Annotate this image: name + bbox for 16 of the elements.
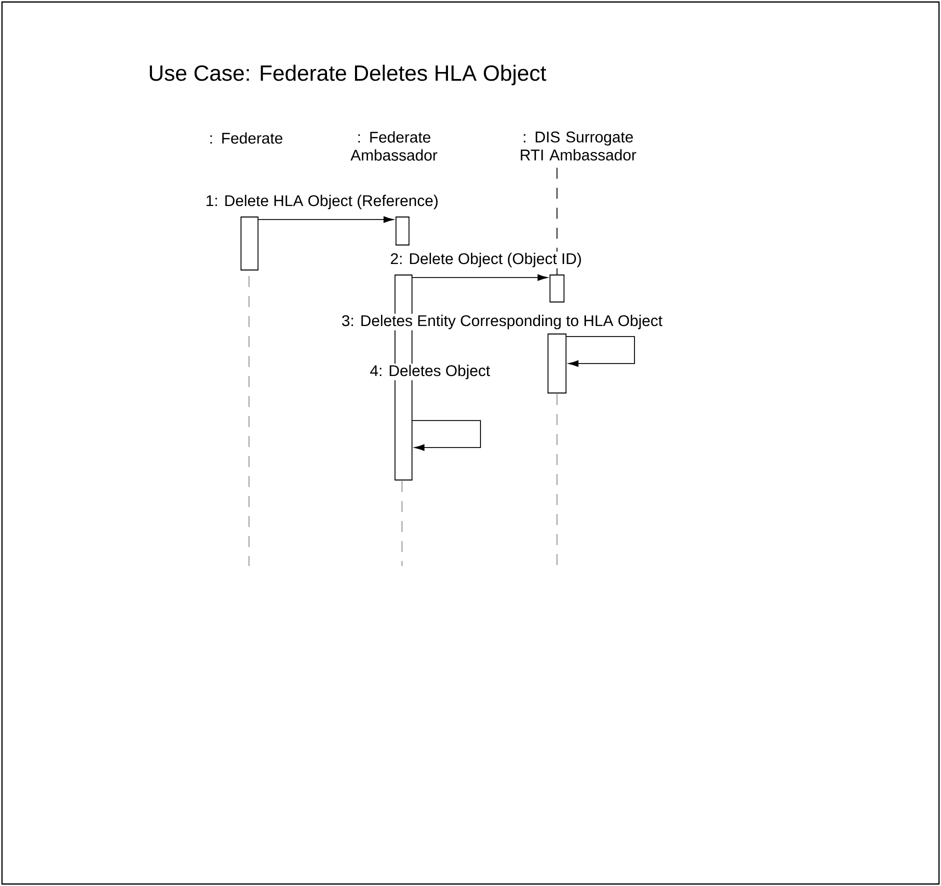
edge-label: 4: Deletes Object (368, 364, 492, 380)
self-message-arrow (412, 420, 481, 451)
activation-bar (240, 216, 258, 270)
edge-label: 3: Deletes Entity Corresponding to HLA Object (340, 314, 664, 330)
activation-bar (550, 274, 564, 302)
lifeline-header: : DIS Surrogate RTI Ambassador (520, 132, 636, 160)
edge-label: 2: Delete Object (Object ID) (389, 252, 583, 268)
edge-label: 1: Delete HLA Object (Reference) (204, 194, 440, 210)
message-arrow (258, 216, 394, 223)
title: Use Case: Federate Deletes HLA Object (150, 64, 546, 86)
self-message-arrow (566, 336, 635, 367)
lifeline-header: : Federate Ambassador (350, 131, 438, 161)
activation-bar (548, 334, 566, 394)
lifeline-header: : Federate (210, 132, 282, 144)
activation-bar (396, 216, 410, 246)
message-arrow (412, 274, 548, 281)
